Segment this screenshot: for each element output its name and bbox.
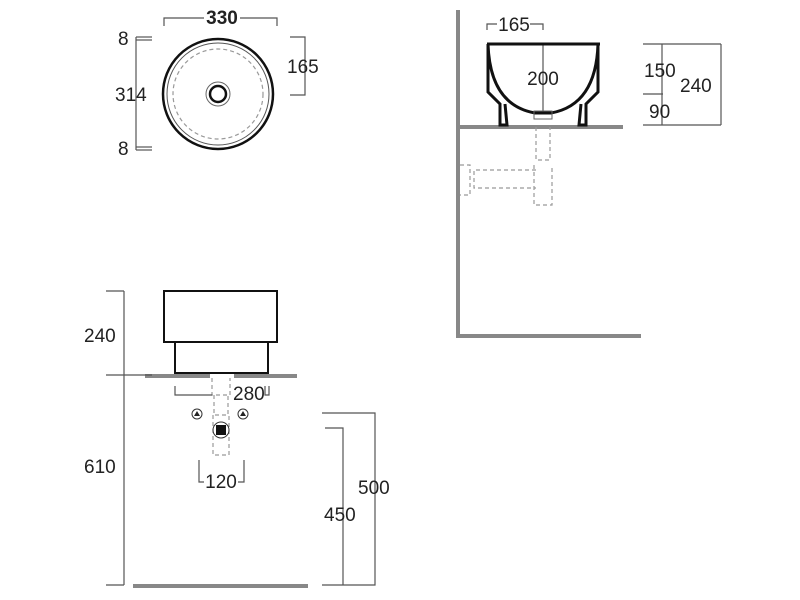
dim-90-label: 90: [649, 102, 670, 123]
basin-front: [163, 290, 278, 343]
dim-314-label: 314: [115, 85, 147, 106]
basin-outline: [161, 37, 275, 151]
outlet-icon: [212, 421, 230, 439]
dim-240-front-label: 240: [84, 326, 116, 347]
dim-240-side-label: 240: [680, 76, 712, 97]
valve-icon: [237, 408, 249, 420]
dim-165-side-label: 165: [498, 15, 530, 36]
dim-line-330: [163, 17, 204, 26]
bowl-section: [486, 42, 600, 115]
dim-450-label: 450: [324, 505, 356, 526]
drain-icon: [205, 81, 231, 107]
dim-8-top-label: 8: [118, 29, 129, 50]
dim-500-label: 500: [358, 478, 390, 499]
dim-330-label: 330: [206, 8, 238, 29]
top-view: 330 8 8 314 165: [115, 8, 319, 160]
dim-150-label: 150: [644, 61, 676, 82]
dim-120-label: 120: [205, 472, 237, 493]
side-view: 165 200 150 240 90: [456, 10, 722, 338]
dim-165-label: 165: [287, 57, 319, 78]
dim-280-label: 280: [233, 384, 265, 405]
dim-610-label: 610: [84, 457, 116, 478]
dim-8-bottom-label: 8: [118, 139, 129, 160]
dim-200-label: 200: [527, 69, 559, 90]
front-view: 280 120 240 610 500 450: [84, 290, 390, 588]
valve-icon: [191, 408, 203, 420]
